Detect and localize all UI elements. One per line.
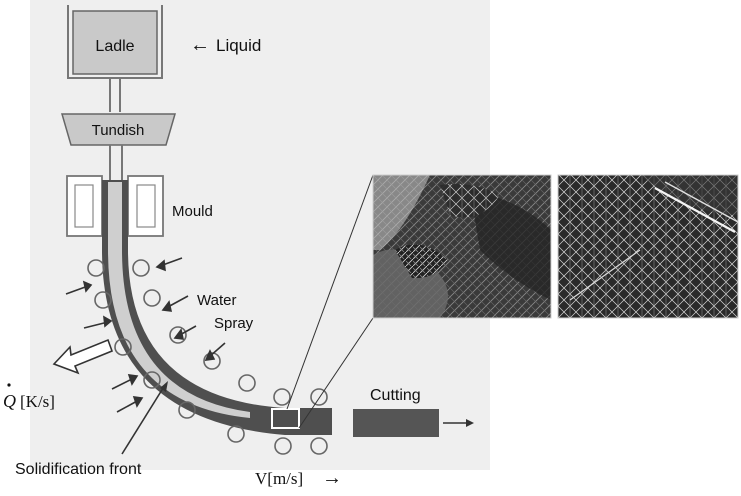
roller (132, 259, 150, 277)
cut-slab-arrow-head (466, 419, 474, 427)
tundish-nozzle (109, 145, 123, 180)
liquid-core (108, 182, 250, 418)
mould-right-inner (136, 184, 156, 228)
roller (178, 401, 196, 419)
ladle-label: Ladle (95, 38, 134, 55)
mould-label: Mould (172, 203, 213, 220)
roller (169, 326, 187, 344)
roller (227, 425, 245, 443)
roller (310, 437, 328, 455)
zoom-line-bottom (298, 317, 374, 429)
solidification-front-pointer-head (160, 381, 168, 392)
cut-slab (353, 409, 439, 437)
ladle-nozzle (109, 78, 121, 112)
roller (143, 371, 161, 389)
heat-flux-arrow (52, 338, 114, 375)
tundish-label: Tundish (92, 122, 145, 139)
liquid-arrow: ← (190, 34, 210, 56)
roller (94, 291, 112, 309)
mould-right-block (127, 175, 164, 237)
support-rollers (87, 259, 328, 455)
water-spray-arrows (65, 257, 226, 413)
solidification-front-pointer (121, 384, 166, 455)
solidification-front-label: Solidification front (15, 461, 142, 478)
cutting-label: Cutting (370, 387, 421, 404)
water-label: Water (197, 292, 236, 309)
roller (143, 289, 161, 307)
zoom-region-box (271, 408, 300, 429)
heat-flux-symbol: Q (3, 391, 16, 411)
heat-flux-dot (7, 383, 11, 387)
velocity-label: V[m/s] (255, 469, 303, 488)
heat-flux-unit: [K/s] (20, 392, 55, 411)
roller (87, 259, 105, 277)
mould-left-inner (74, 184, 94, 228)
roller (203, 352, 221, 370)
micrograph-left (372, 174, 552, 319)
ladle-vessel (67, 5, 163, 79)
roller (310, 388, 328, 406)
zoom-line-top (286, 174, 374, 410)
tundish-vessel (61, 113, 176, 146)
roller (274, 437, 292, 455)
mould-left-block (66, 175, 103, 237)
liquid-label: Liquid (216, 36, 261, 55)
roller (273, 388, 291, 406)
ladle-body (72, 10, 158, 75)
roller (114, 338, 132, 356)
micrograph-right (557, 174, 739, 319)
velocity-arrow: → (322, 467, 342, 489)
roller (238, 374, 256, 392)
spray-label: Spray (214, 315, 254, 332)
